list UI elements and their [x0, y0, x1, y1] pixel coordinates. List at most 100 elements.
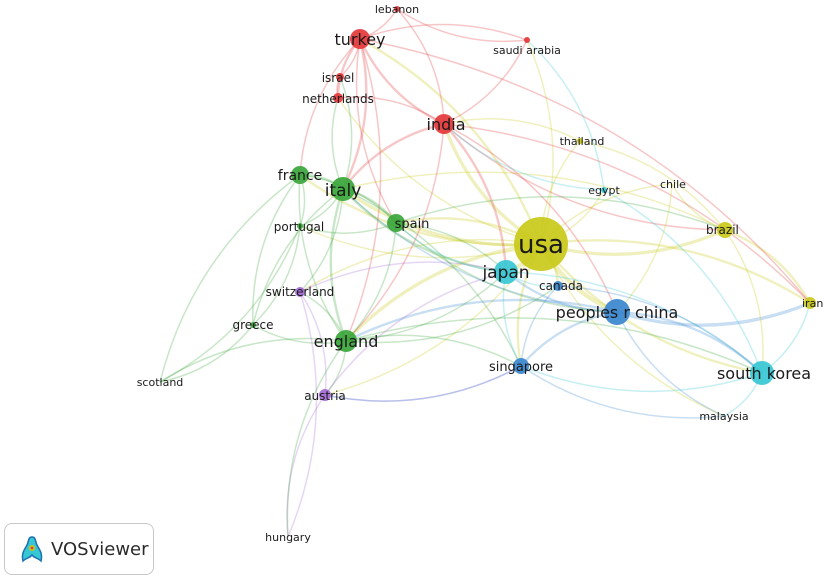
link-spain-brazil — [395, 196, 726, 231]
node-austria[interactable] — [319, 389, 331, 401]
link-usa-netherlands — [337, 97, 542, 245]
label-austria: austria — [304, 389, 346, 403]
vosviewer-badge: VOSviewer — [4, 523, 154, 575]
link-india-japan — [443, 123, 508, 273]
node-thailand[interactable] — [577, 138, 583, 144]
node-greece[interactable] — [250, 322, 256, 328]
link-turkey-spain — [355, 38, 397, 224]
label-usa: usa — [518, 230, 564, 260]
node-spain[interactable] — [387, 214, 405, 232]
label-netherlands: netherlands — [302, 92, 374, 106]
label-thailand: thailand — [560, 135, 605, 148]
link-brazil-italy — [342, 171, 726, 231]
label-egypt: egypt — [588, 184, 620, 197]
link-italy-israel — [339, 76, 353, 190]
label-hungary: hungary — [265, 531, 311, 544]
label-switzerland: switzerland — [266, 285, 335, 299]
link-egypt-saudi-arabia — [526, 39, 605, 191]
label-italy: italy — [325, 181, 362, 201]
label-saudi-arabia: saudi arabia — [493, 44, 561, 57]
link-india-lebanon — [396, 8, 445, 125]
link-italy-japan — [342, 188, 507, 274]
link-france-greece — [252, 174, 301, 326]
label-malaysia: malaysia — [699, 410, 748, 423]
node-france[interactable] — [291, 166, 309, 184]
link-france-scotland — [159, 174, 301, 383]
vosviewer-logo-text: VOSviewer — [51, 538, 149, 560]
link-usa-england — [344, 242, 542, 343]
node-netherlands[interactable] — [333, 93, 343, 103]
link-chile-peoples-r-china — [616, 183, 673, 313]
label-israel: israel — [322, 71, 355, 85]
label-england: england — [314, 332, 379, 351]
node-switzerland[interactable] — [295, 287, 305, 297]
node-india[interactable] — [434, 114, 454, 134]
link-canada-south-korea — [557, 285, 763, 374]
link-peoples-r-china-south-korea — [616, 310, 763, 374]
link-spain-japan — [395, 222, 507, 273]
link-peoples-r-china-italy — [342, 188, 618, 313]
link-japan-spain — [395, 222, 507, 273]
label-japan: japan — [481, 263, 529, 283]
link-portugal-spain — [299, 222, 397, 234]
link-usa-portugal — [299, 225, 542, 259]
link-greece-scotland — [159, 324, 254, 383]
link-portugal-scotland — [159, 225, 301, 383]
link-england-japan — [345, 271, 507, 342]
node-italy[interactable] — [331, 177, 355, 201]
link-usa-iran — [540, 239, 811, 305]
link-switzerland-austria — [299, 291, 327, 396]
node-usa[interactable] — [514, 217, 568, 271]
link-japan-south-korea — [505, 271, 763, 374]
link-usa-austria — [324, 243, 542, 396]
node-canada[interactable] — [553, 281, 563, 291]
link-lebanon-saudi-arabia — [396, 8, 528, 43]
link-switzerland-japan — [299, 261, 507, 293]
network-nodes — [250, 6, 816, 401]
node-lebanon[interactable] — [394, 6, 400, 12]
node-south-korea[interactable] — [750, 361, 774, 385]
node-turkey[interactable] — [350, 29, 370, 49]
node-iran[interactable] — [804, 297, 816, 309]
link-peoples-r-china-malaysia — [616, 311, 725, 417]
link-austria-hungary — [286, 394, 326, 538]
node-singapore[interactable] — [513, 358, 529, 374]
link-usa-turkey — [359, 37, 543, 245]
node-egypt[interactable] — [601, 187, 607, 193]
link-india-italy — [342, 122, 445, 190]
link-india-england — [345, 123, 445, 342]
node-brazil[interactable] — [717, 222, 733, 238]
link-england-hungary — [286, 340, 347, 538]
link-peoples-r-china-iran — [616, 301, 811, 327]
link-italy-netherlands — [331, 97, 344, 190]
link-thailand-india — [443, 118, 581, 142]
link-france-england — [298, 174, 347, 342]
node-peoples-r-china[interactable] — [604, 299, 630, 325]
link-italy-england — [329, 188, 348, 342]
link-usa-malaysia — [540, 243, 725, 417]
link-india-peoples-r-china — [443, 123, 618, 313]
node-england[interactable] — [335, 330, 357, 352]
label-greece: greece — [232, 318, 273, 332]
link-usa-south-korea — [540, 243, 763, 375]
link-brazil-south-korea — [724, 229, 764, 374]
link-england-scotland — [159, 337, 347, 383]
link-spain-peoples-r-china — [395, 222, 618, 313]
link-england-spain — [345, 222, 397, 342]
link-india-saudi-arabia — [443, 39, 528, 125]
link-turkey-england — [345, 38, 382, 342]
link-austria-japan — [324, 271, 507, 396]
link-greece-portugal — [252, 225, 301, 326]
label-chile: chile — [660, 178, 686, 191]
label-india: india — [427, 115, 466, 134]
link-turkey-iran — [359, 38, 811, 304]
node-portugal[interactable] — [297, 223, 303, 229]
link-turkey-india — [358, 38, 445, 126]
node-japan[interactable] — [494, 260, 518, 284]
link-turkey-france — [299, 38, 361, 176]
link-brazil-iran — [724, 228, 812, 304]
node-saudi-arabia[interactable] — [524, 37, 530, 43]
node-israel[interactable] — [336, 73, 344, 81]
